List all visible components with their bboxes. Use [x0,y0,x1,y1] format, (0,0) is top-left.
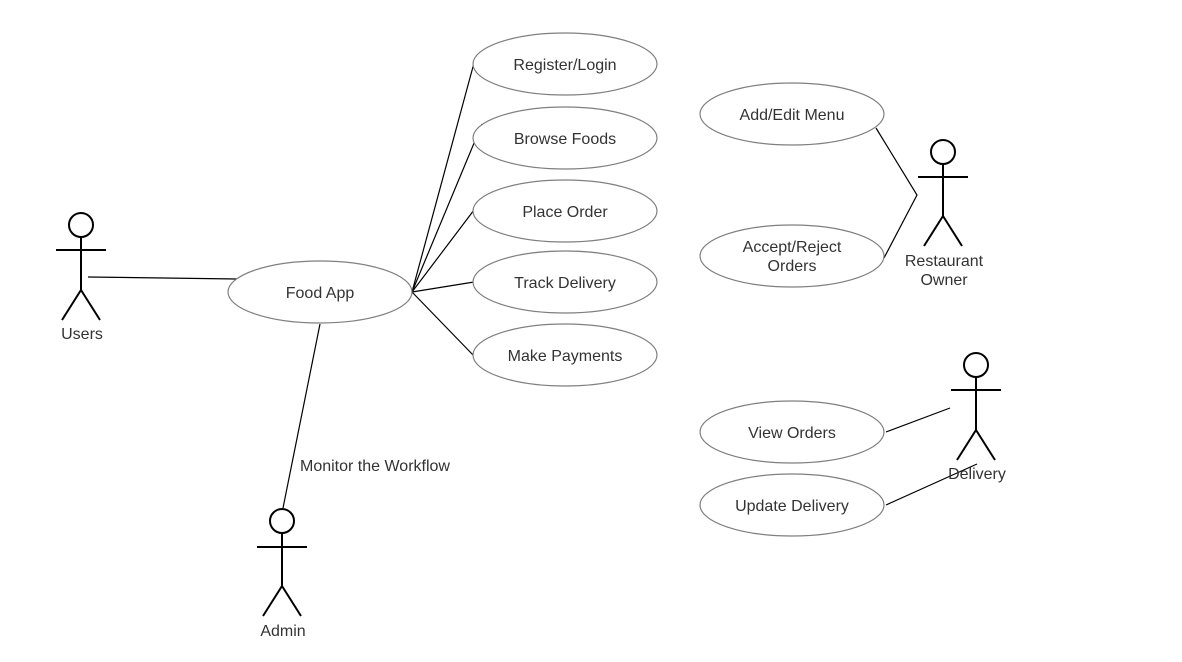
actor-admin[interactable]: Admin [257,508,307,640]
use-case-food-app[interactable]: Food App [227,260,413,324]
use-case-label: Register/Login [513,57,616,74]
edge-foodapp-place [411,209,475,293]
actor-delivery[interactable]: Delivery [948,352,1006,483]
edge-foodapp-admin [282,323,321,509]
use-case-add-edit-menu[interactable]: Add/Edit Menu [699,82,885,146]
edge-owner-usecases [875,127,918,259]
use-case-make-payments[interactable]: Make Payments [472,323,658,387]
connections [87,62,978,509]
edge-delivery-update [885,463,978,506]
edge-foodapp-payments [411,291,475,357]
use-case-update-delivery[interactable]: Update Delivery [699,473,885,537]
actor-restaurant-owner[interactable]: Restaurant Owner [905,139,984,289]
actor-label: Delivery [948,466,1006,483]
use-case-label-line2: Orders [768,258,817,275]
edge-delivery-view [885,407,951,433]
use-case-accept-reject-orders[interactable]: Accept/Reject Orders [699,224,885,288]
stick-figure-icon [918,139,968,247]
use-case-label-line1: Accept/Reject [743,239,842,256]
use-case-label: Browse Foods [514,131,616,148]
actor-label-line2: Owner [920,272,968,289]
edge-foodapp-register [411,62,475,293]
actor-label: Admin [260,623,305,640]
actor-label-line1: Restaurant [905,253,984,270]
use-case-label: Make Payments [508,348,623,365]
stick-figure-icon [56,212,106,321]
use-case-register-login[interactable]: Register/Login [472,32,658,96]
use-case-label: Add/Edit Menu [740,107,845,124]
edge-users-foodapp [87,276,238,280]
stick-figure-icon [257,508,307,617]
edge-foodapp-browse [411,123,483,293]
use-case-label: Update Delivery [735,498,849,515]
edge-foodapp-track [411,281,475,293]
use-case-label: View Orders [748,425,836,442]
actor-label: Users [61,326,103,343]
edge-label-monitor-workflow: Monitor the Workflow [300,458,450,475]
stick-figure-icon [951,352,1001,461]
actor-users[interactable]: Users [56,212,106,343]
use-case-place-order[interactable]: Place Order [472,179,658,243]
use-case-browse-foods[interactable]: Browse Foods [472,106,658,170]
use-case-label: Place Order [522,204,608,221]
use-case-label: Track Delivery [514,275,616,292]
use-case-track-delivery[interactable]: Track Delivery [472,250,658,314]
use-case-label: Food App [286,285,355,302]
use-case-view-orders[interactable]: View Orders [699,400,885,464]
